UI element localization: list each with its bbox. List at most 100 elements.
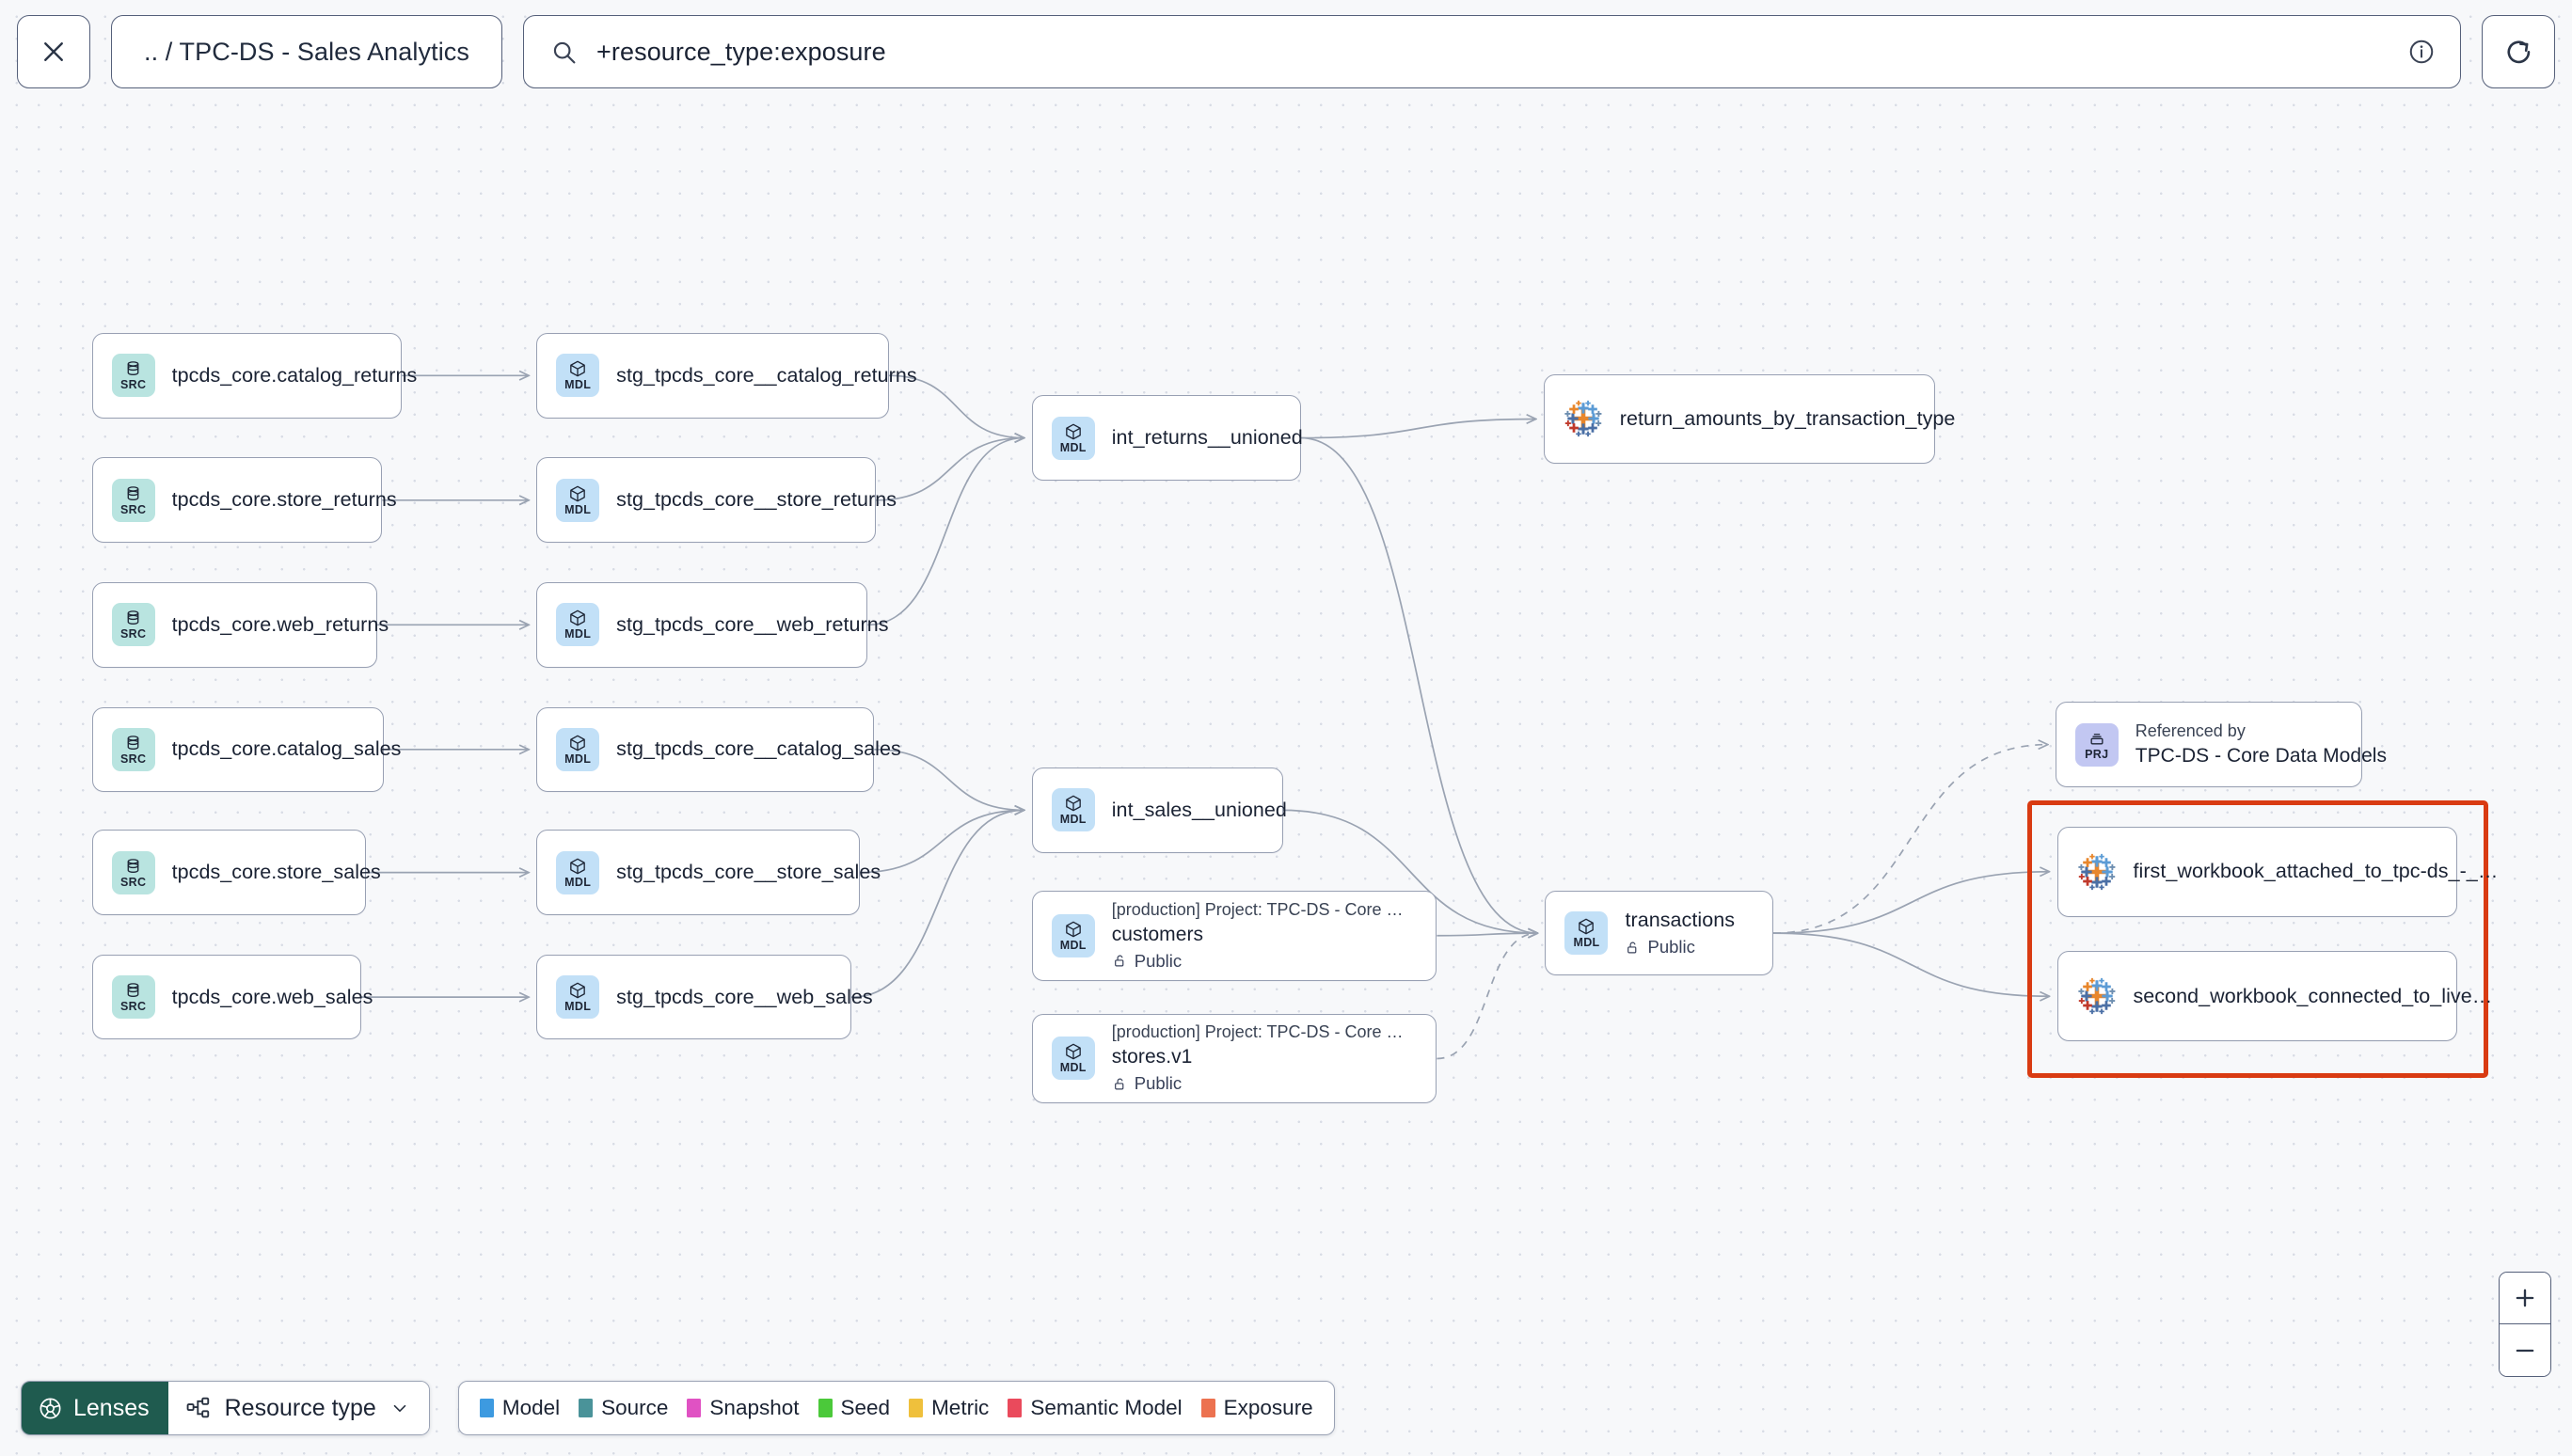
node-text: tpcds_core.store_returns — [171, 488, 397, 512]
graph-node-stores_v1[interactable]: MDL[production] Project: TPC-DS - Core D… — [1031, 1013, 1437, 1104]
node-text: tpcds_core.web_sales — [171, 985, 373, 1009]
lens-control-group: Lenses Resource type — [21, 1381, 430, 1435]
edge-stg_web_returns-to-int_returns_unioned — [867, 438, 1024, 626]
search-input[interactable] — [595, 36, 2390, 68]
refresh-button[interactable] — [2482, 15, 2555, 88]
model-badge: MDL — [556, 478, 600, 522]
database-icon — [127, 361, 139, 376]
node-text: [production] Project: TPC-DS - Core Data… — [1112, 1022, 1416, 1094]
info-icon[interactable] — [2407, 38, 2436, 66]
cube-icon — [1065, 1044, 1081, 1060]
legend-item-model[interactable]: Model — [479, 1396, 560, 1420]
edge-int_returns_unioned-to-transactions — [1300, 436, 1538, 934]
minus-icon — [2516, 1349, 2534, 1352]
node-text: tpcds_core.catalog_returns — [172, 364, 418, 388]
node-text: stg_tpcds_core__web_sales — [616, 986, 873, 1009]
cube-icon — [570, 360, 585, 377]
graph-node-second_workbook[interactable]: second_workbook_connected_to_live… — [2056, 951, 2492, 1042]
source-badge: SRC — [111, 354, 155, 398]
legend-item-metric[interactable]: Metric — [909, 1396, 989, 1420]
plus-icon — [2516, 1289, 2534, 1307]
cube-icon — [1065, 795, 1081, 812]
node-title: customers — [1111, 923, 1204, 945]
breadcrumb[interactable]: .. / TPC-DS - Sales Analytics — [111, 15, 503, 88]
node-title: tpcds_core.store_returns — [171, 488, 397, 512]
legend-item-exposure[interactable]: Exposure — [1200, 1396, 1313, 1420]
model-badge: MDL — [1564, 911, 1609, 956]
unlock-icon — [1627, 942, 1637, 954]
close-button[interactable] — [17, 15, 90, 88]
source-badge: SRC — [111, 975, 155, 1020]
edge-stg_store_returns-to-int_returns_unioned — [876, 438, 1024, 501]
search-bar[interactable] — [523, 15, 2461, 88]
tableau-workbook-icon — [2077, 978, 2115, 1015]
node-title: return_amounts_by_transaction_type — [1619, 406, 1956, 430]
node-text: return_amounts_by_transaction_type — [1619, 406, 1956, 431]
sitemap-icon — [186, 1397, 209, 1418]
graph-node-stg_store_returns[interactable]: MDL stg_tpcds_core__store_returns — [536, 457, 897, 544]
legend-label: Exposure — [1223, 1396, 1313, 1419]
legend-swatch — [579, 1399, 594, 1417]
database-icon — [127, 610, 139, 625]
database-icon — [127, 736, 139, 750]
legend-item-snapshot[interactable]: Snapshot — [687, 1396, 800, 1420]
node-title: stores.v1 — [1111, 1046, 1193, 1068]
legend-swatch — [818, 1399, 833, 1417]
graph-node-src_catalog_sales[interactable]: SRC tpcds_core.catalog_sales — [91, 706, 402, 793]
legend-label: Source — [601, 1396, 669, 1419]
node-title: stg_tpcds_core__store_returns — [616, 488, 897, 512]
graph-node-customers[interactable]: MDL[production] Project: TPC-DS - Core D… — [1031, 890, 1437, 981]
resource-type-dropdown[interactable]: Resource type — [167, 1382, 429, 1434]
cube-icon — [1065, 921, 1081, 938]
zoom-in-button[interactable] — [2500, 1273, 2550, 1324]
legend-label: Seed — [840, 1396, 891, 1419]
legend-item-semantic-model[interactable]: Semantic Model — [1008, 1396, 1183, 1420]
unlock-icon — [1114, 1078, 1124, 1090]
node-title: transactions — [1625, 909, 1736, 932]
legend-item-seed[interactable]: Seed — [818, 1396, 891, 1420]
edge-customers-to-transactions — [1437, 933, 1537, 936]
graph-node-src_catalog_returns[interactable]: SRC tpcds_core.catalog_returns — [91, 332, 418, 419]
source-badge: SRC — [111, 727, 155, 771]
edge-transactions-to-first_workbook — [1772, 872, 2050, 934]
source-badge: SRC — [111, 478, 155, 522]
node-subtitle: [production] Project: TPC-DS - Core Data… — [1111, 899, 1416, 919]
node-title: TPC-DS - Core Data Models — [2135, 745, 2388, 768]
cube-icon — [570, 858, 585, 874]
legend-swatch — [1008, 1399, 1023, 1417]
node-title: tpcds_core.web_sales — [171, 985, 373, 1008]
zoom-out-button[interactable] — [2500, 1324, 2550, 1376]
graph-node-return_amounts[interactable]: return_amounts_by_transaction_type — [1543, 373, 1956, 465]
node-text: stg_tpcds_core__catalog_returns — [616, 364, 916, 388]
legend-item-source[interactable]: Source — [579, 1396, 668, 1420]
node-text: stg_tpcds_core__web_returns — [616, 613, 888, 637]
database-icon — [127, 485, 139, 500]
edge-stg_store_sales-to-int_sales_unioned — [859, 810, 1024, 874]
node-text: int_returns__unioned — [1112, 426, 1303, 450]
lenses-button[interactable]: Lenses — [22, 1382, 168, 1434]
graph-node-src_store_returns[interactable]: SRC tpcds_core.store_returns — [91, 457, 397, 544]
resource-type-legend: Model Source Snapshot Seed Metric Semant… — [457, 1381, 1335, 1435]
graph-node-src_web_sales[interactable]: SRC tpcds_core.web_sales — [91, 954, 373, 1040]
graph-node-first_workbook[interactable]: first_workbook_attached_to_tpc-ds_-_… — [2056, 826, 2499, 917]
node-text: tpcds_core.catalog_sales — [171, 737, 402, 761]
node-title: tpcds_core.catalog_sales — [171, 737, 402, 761]
legend-swatch — [1200, 1399, 1215, 1417]
database-icon — [127, 983, 139, 998]
cube-icon — [570, 982, 585, 999]
node-text: stg_tpcds_core__store_sales — [616, 861, 881, 884]
node-title: first_workbook_attached_to_tpc-ds_-_… — [2133, 860, 2499, 883]
node-text: stg_tpcds_core__catalog_sales — [616, 737, 901, 761]
